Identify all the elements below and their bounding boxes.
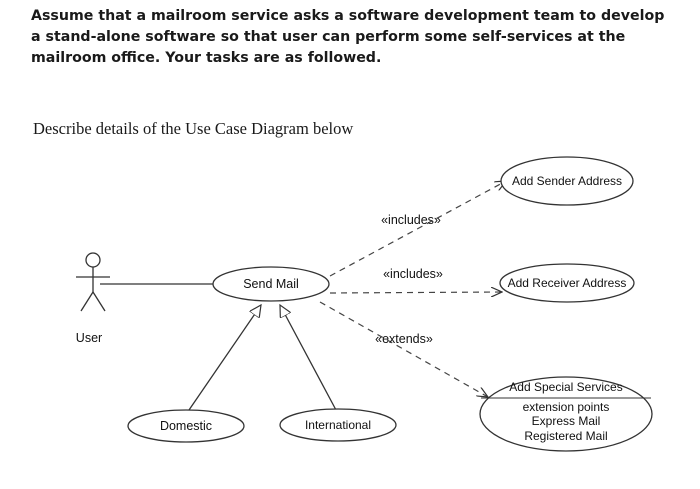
actor-label: User (76, 331, 102, 345)
extension-points-title: extension points (523, 400, 610, 414)
generalization-international-line (280, 305, 337, 411)
generalization-domestic-line (188, 305, 261, 411)
domestic-label: Domestic (160, 419, 212, 433)
add-sender-label: Add Sender Address (512, 174, 622, 188)
actor-user (76, 252, 110, 312)
includes-receiver-line (329, 292, 502, 293)
prompt-text: Describe details of the Use Case Diagram… (33, 119, 354, 138)
includes-label-1: «includes» (381, 213, 441, 227)
use-case-add-receiver-address: Add Receiver Address (499, 263, 635, 303)
use-case-add-sender-address: Add Sender Address (500, 156, 634, 206)
use-case-domestic: Domestic (127, 409, 245, 443)
use-case-international: International (279, 408, 397, 442)
includes-sender-line (329, 181, 506, 277)
send-mail-label: Send Mail (243, 277, 299, 291)
use-case-send-mail: Send Mail (212, 266, 330, 302)
question-text: Assume that a mailroom service asks a so… (31, 8, 665, 66)
extension-point-registered: Registered Mail (524, 429, 607, 443)
includes-label-2: «includes» (383, 267, 443, 281)
extension-point-express: Express Mail (532, 414, 601, 428)
extends-label: «extends» (375, 332, 433, 346)
use-case-add-special-services: Add Special Services extension points Ex… (479, 376, 653, 452)
extends-line (319, 301, 488, 397)
add-receiver-label: Add Receiver Address (508, 276, 627, 290)
international-label: International (305, 418, 371, 432)
special-services-label: Add Special Services (509, 380, 622, 394)
